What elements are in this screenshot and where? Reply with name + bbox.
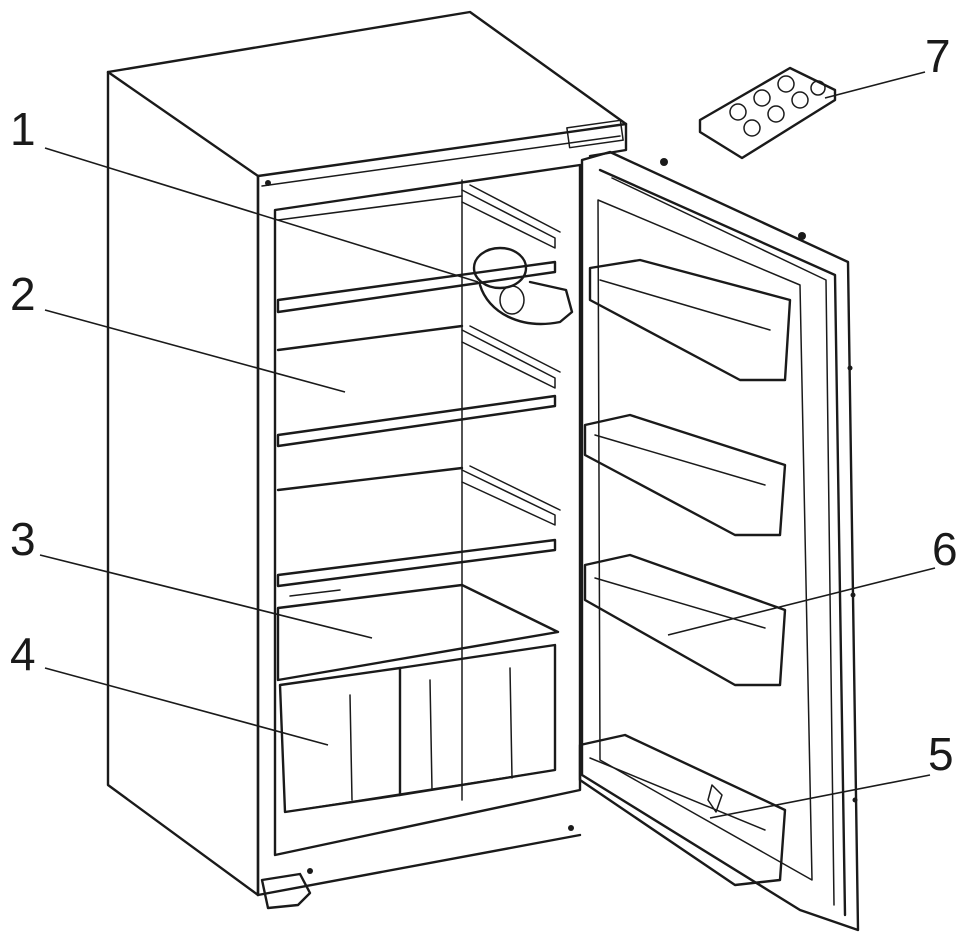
door bbox=[580, 150, 860, 932]
egg-tray bbox=[698, 66, 837, 160]
callout-6: 6 bbox=[932, 523, 958, 575]
callout-2: 2 bbox=[10, 268, 36, 320]
lamp-thermostat bbox=[472, 246, 574, 326]
callout-labels: 1 2 3 4 5 6 7 bbox=[10, 30, 958, 780]
door-balconies bbox=[578, 258, 792, 887]
callout-1: 1 bbox=[10, 103, 36, 155]
leader-lines bbox=[39, 71, 936, 819]
glass-shelves bbox=[276, 184, 561, 588]
cabinet bbox=[106, 10, 628, 910]
callout-3: 3 bbox=[10, 513, 36, 565]
crisper-cover bbox=[276, 583, 560, 682]
crisper-drawers bbox=[278, 643, 557, 814]
callout-7: 7 bbox=[925, 30, 951, 82]
callout-5: 5 bbox=[928, 728, 954, 780]
callout-4: 4 bbox=[10, 628, 36, 680]
